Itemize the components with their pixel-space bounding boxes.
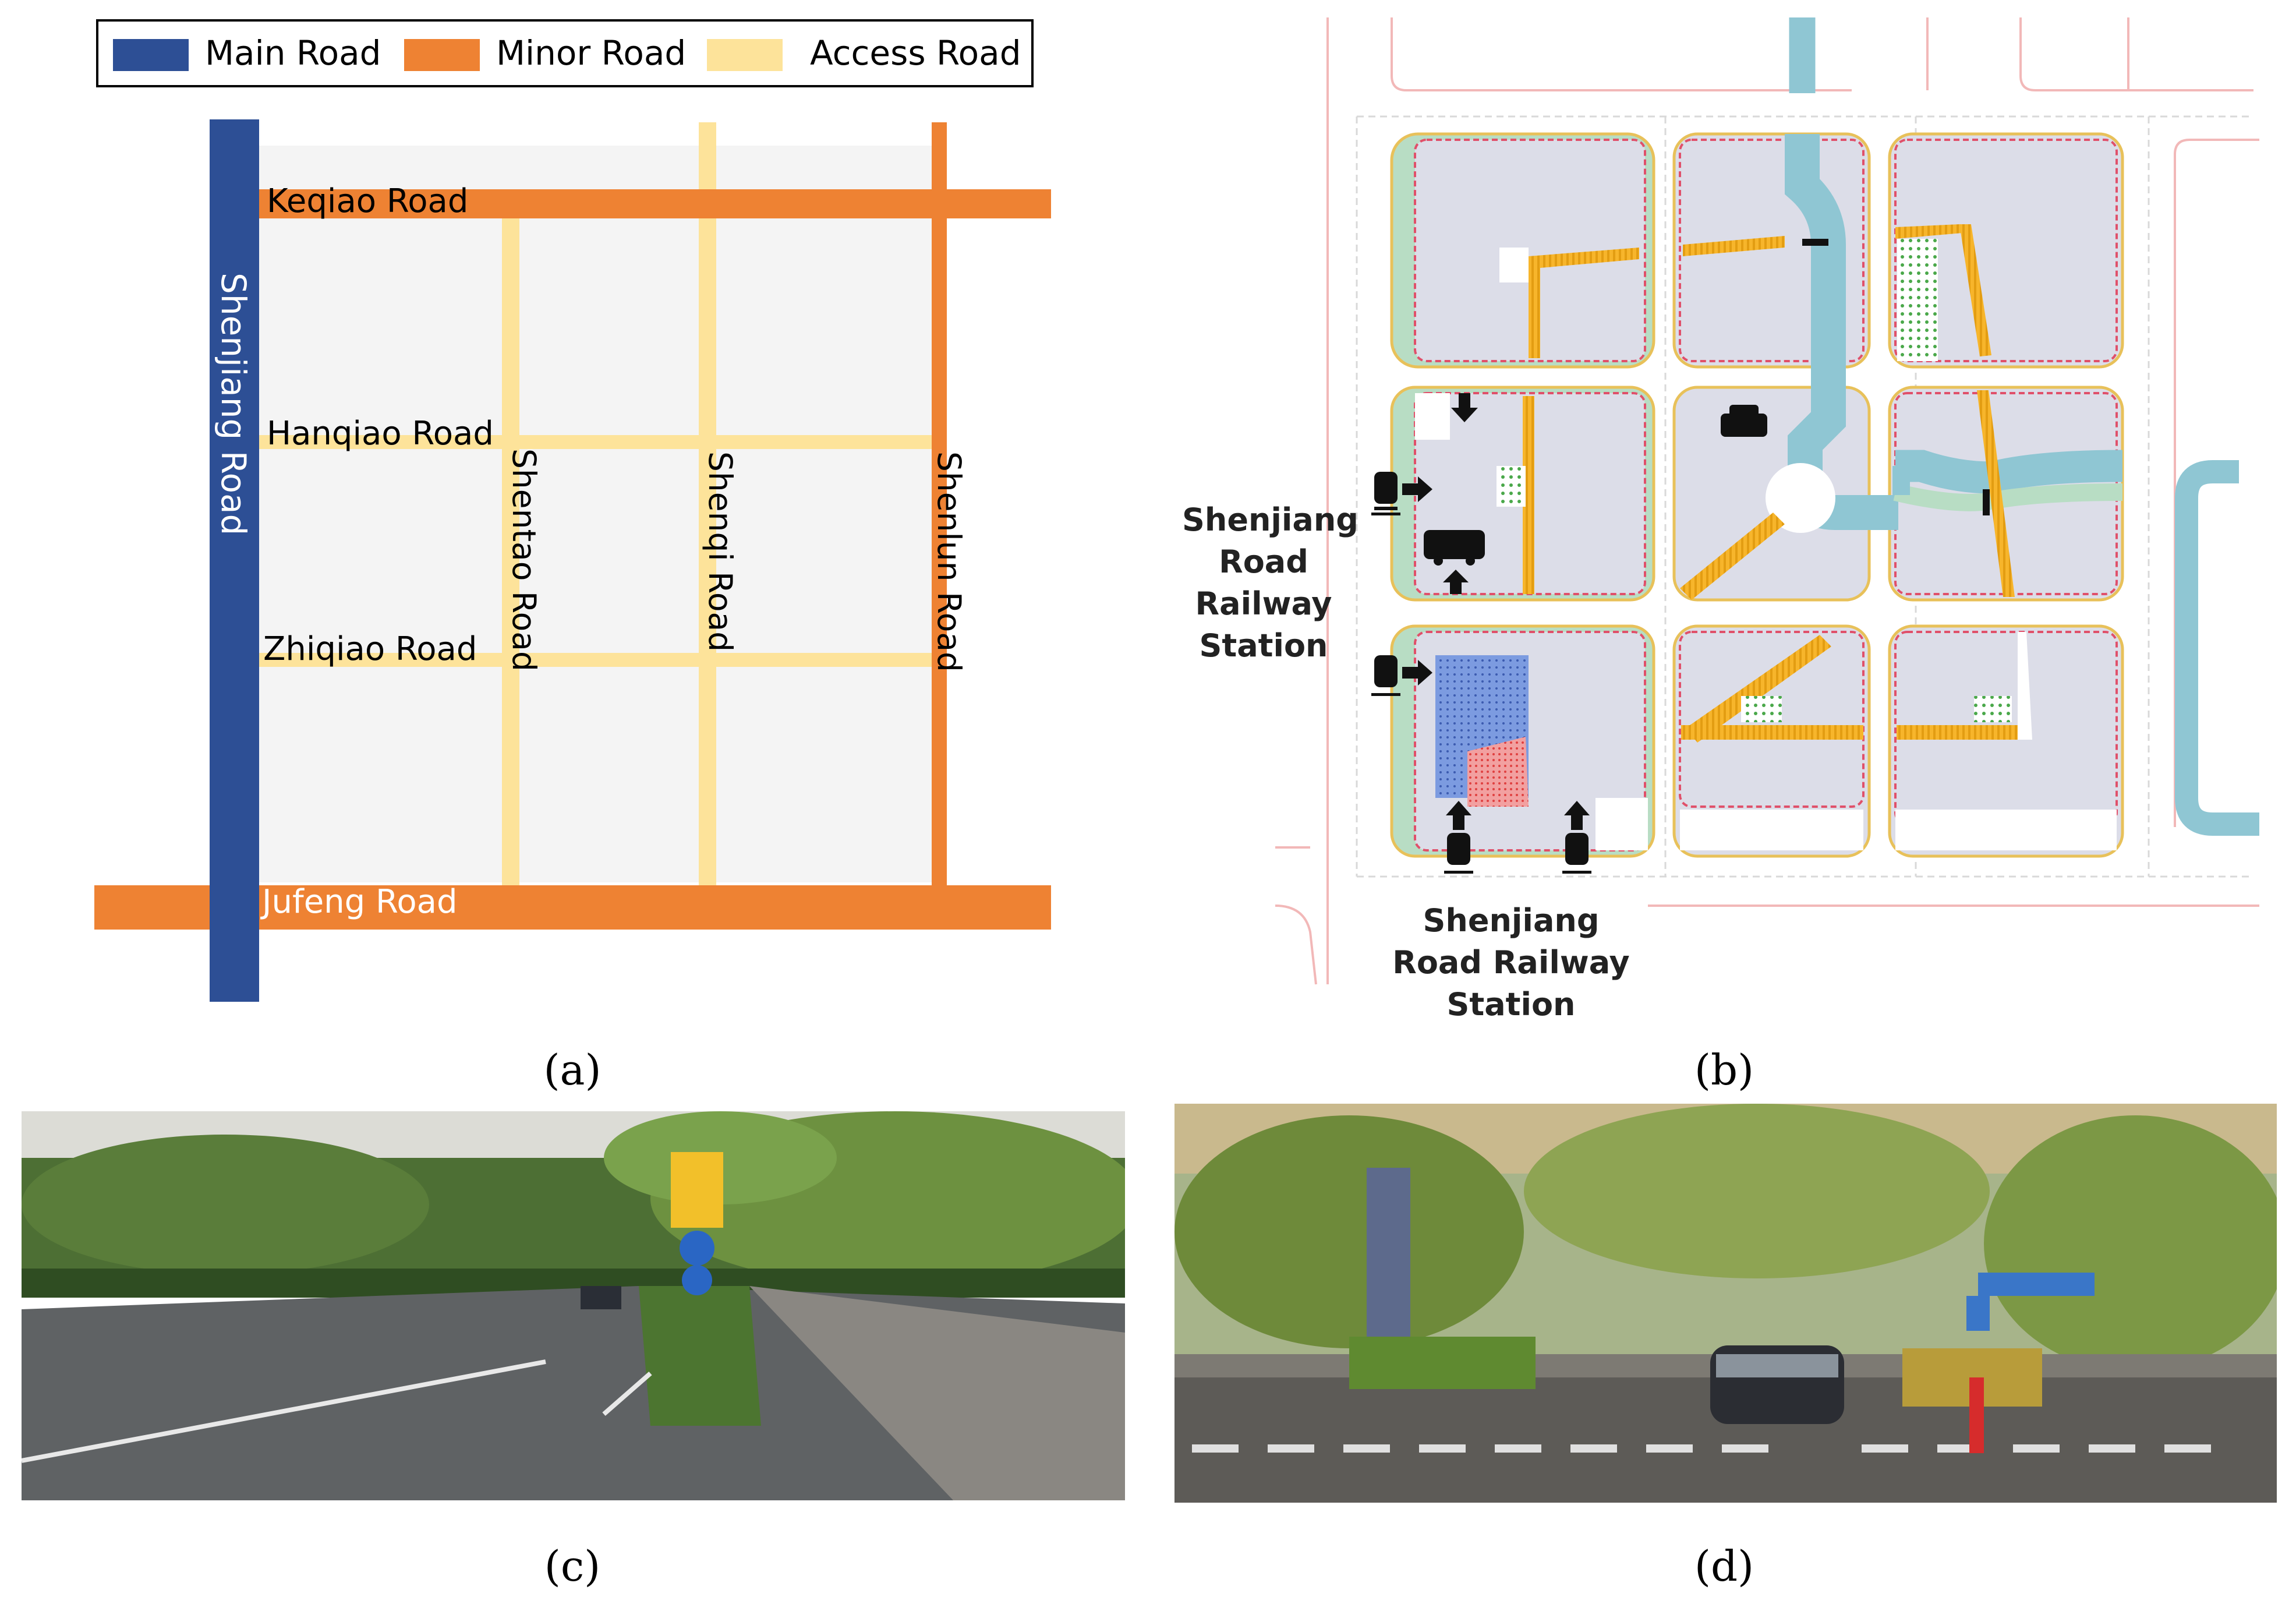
caption-c: (c) bbox=[544, 1542, 601, 1591]
road-label-shenqi: Shenqi Road bbox=[702, 451, 739, 652]
station-label-left: Shenjiang Road Railway Station bbox=[1182, 501, 1359, 664]
road-label-zhiqiao: Zhiqiao Road bbox=[263, 630, 477, 668]
legend-label-access-road: Access Road bbox=[810, 33, 1021, 73]
road-label-keqiao: Keqiao Road bbox=[267, 182, 469, 220]
station-plan-drawing bbox=[1275, 17, 2259, 985]
photo-c-street-view bbox=[21, 1111, 1140, 1500]
shenqi-road-line bbox=[699, 122, 716, 888]
train-icon bbox=[1371, 472, 1432, 515]
road-network bbox=[94, 119, 1051, 1002]
panel-b-station-plan: Shenjiang Road Railway Station Shenjiang… bbox=[1165, 0, 2296, 1025]
road-label-jufeng: Jufeng Road bbox=[262, 883, 458, 921]
road-label-shenlun: Shenlun Road bbox=[931, 451, 968, 672]
legend-swatch-minor-road bbox=[404, 39, 480, 71]
road-label-shenjiang: Shenjiang Road bbox=[214, 273, 253, 536]
station-label-bottom: Shenjiang Road Railway Station bbox=[1392, 902, 1630, 1023]
legend-label-minor-road: Minor Road bbox=[496, 33, 687, 73]
photo-d-street-view bbox=[1174, 1104, 2287, 1503]
train-icon bbox=[1444, 801, 1473, 874]
caption-b: (b) bbox=[1694, 1045, 1754, 1094]
caption-a: (a) bbox=[543, 1045, 602, 1094]
bus-icon bbox=[1424, 530, 1485, 594]
legend-swatch-main-road bbox=[113, 39, 189, 71]
shenjiang-road-line bbox=[210, 119, 259, 1002]
keqiao-road-line bbox=[259, 189, 1051, 218]
train-icon bbox=[1562, 801, 1591, 874]
arrow-down-icon bbox=[1451, 393, 1478, 422]
shenlun-road-line bbox=[932, 122, 947, 888]
shentao-road-line bbox=[502, 218, 519, 888]
road-label-hanqiao: Hanqiao Road bbox=[267, 415, 494, 453]
hanqiao-road-line bbox=[259, 435, 940, 449]
street-scene-c bbox=[21, 1111, 1140, 1500]
taxi-icon bbox=[1721, 405, 1767, 437]
legend-swatch-access-road bbox=[707, 39, 783, 71]
street-scene-d bbox=[1174, 1104, 2287, 1503]
road-label-shentao: Shentao Road bbox=[505, 448, 543, 672]
legend: Main Road Minor Road Access Road bbox=[96, 19, 1034, 87]
zhiqiao-road-line bbox=[259, 653, 940, 667]
urban-block-area bbox=[259, 146, 940, 882]
caption-d: (d) bbox=[1694, 1542, 1754, 1591]
train-icon bbox=[1371, 655, 1432, 696]
legend-label-main-road: Main Road bbox=[205, 33, 381, 73]
panel-a-road-map: Main Road Minor Road Access Road Shenjia… bbox=[0, 0, 1077, 1025]
